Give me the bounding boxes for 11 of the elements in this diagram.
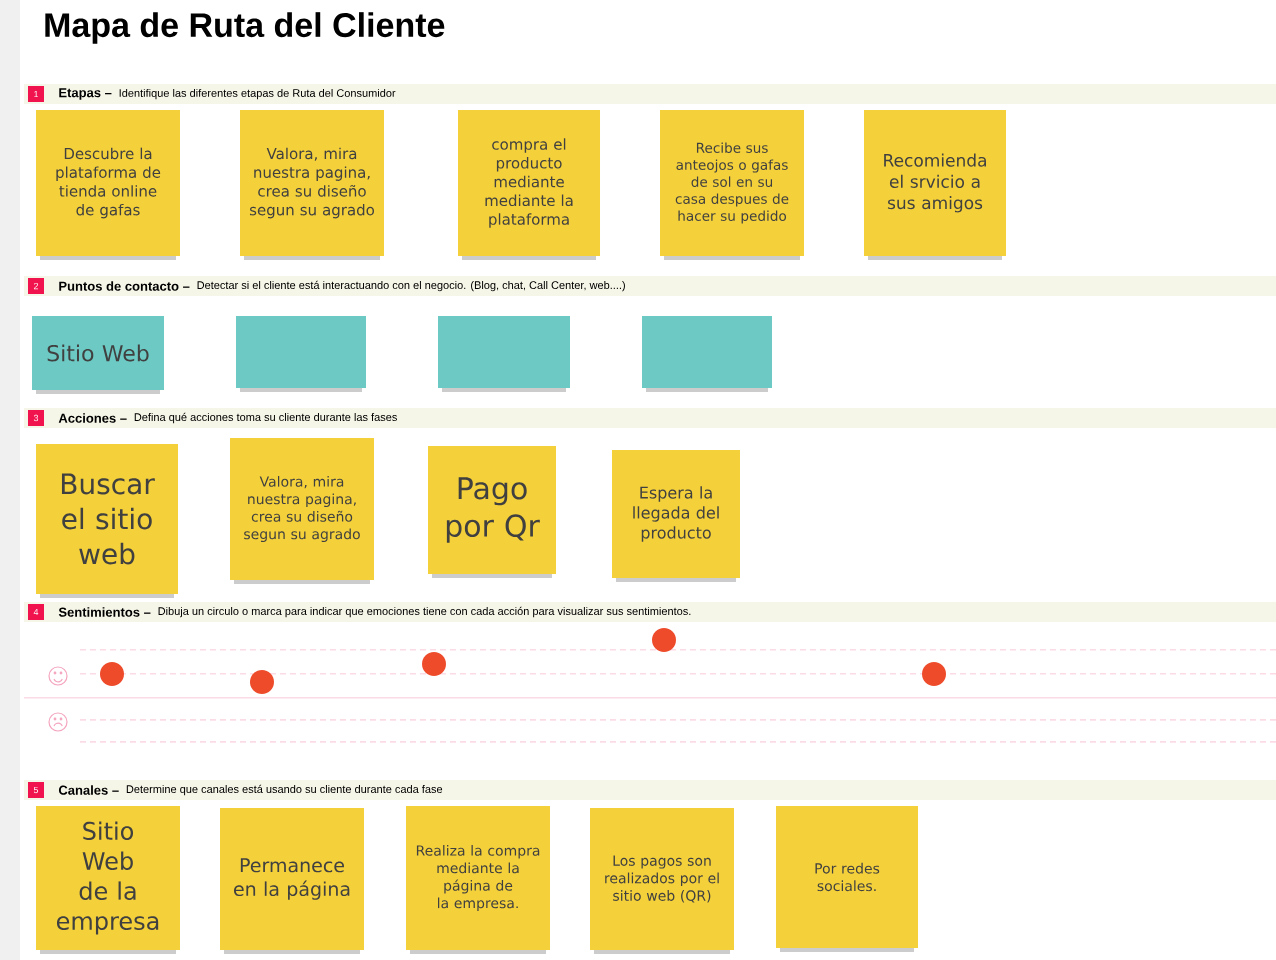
- sticky-note: Permanece en la página: [220, 808, 364, 954]
- sticky-note: Pago por Qr: [428, 446, 556, 578]
- sticky-note: Espera la llegada del producto: [612, 450, 740, 582]
- page-title: Mapa de Ruta del Cliente: [45, 12, 445, 44]
- sticky-note: [438, 316, 570, 392]
- sticky-note: Sitio Web de la empresa: [36, 806, 180, 954]
- sticky-note: Sitio Web: [32, 316, 164, 394]
- sticky-note: Buscar el sitio web: [36, 444, 178, 598]
- sticky-note: Recomienda el srvicio a sus amigos: [864, 110, 1006, 260]
- sticky-note: [236, 316, 366, 392]
- sticky-note: [642, 316, 772, 392]
